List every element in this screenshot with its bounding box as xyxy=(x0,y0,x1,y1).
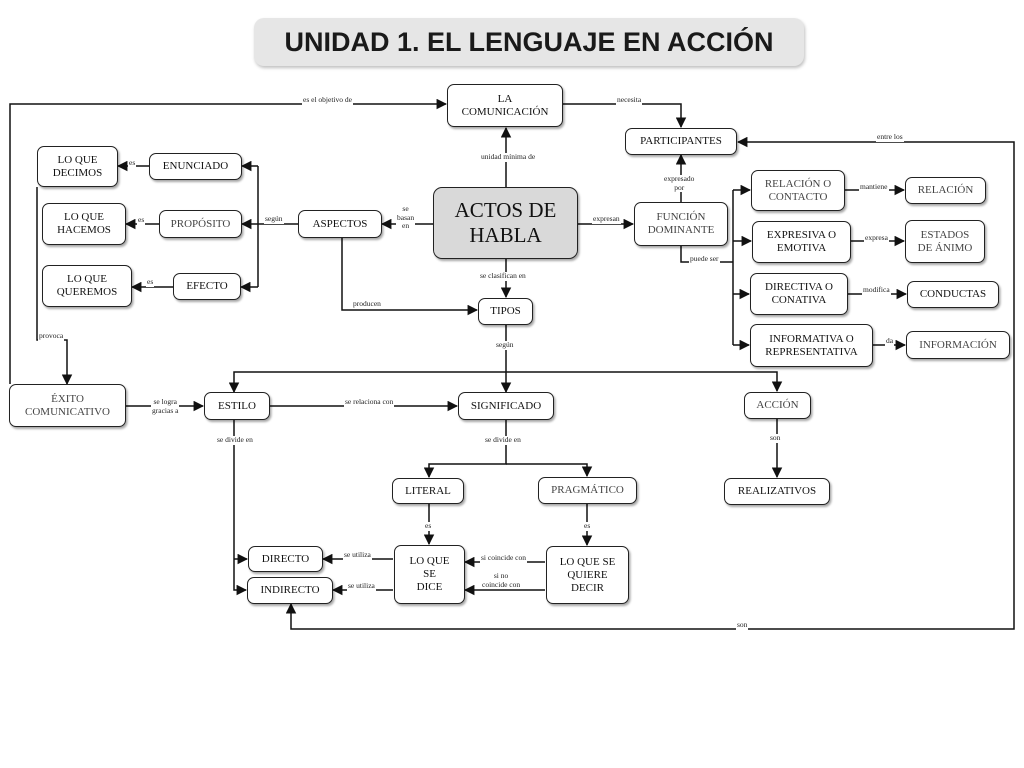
link-es-literal: es xyxy=(424,521,433,531)
node-expresiva-o-emotiva: EXPRESIVA O EMOTIVA xyxy=(752,221,851,263)
link-se-basan-en: se basan en xyxy=(396,204,416,231)
link-son-accion: son xyxy=(769,433,782,443)
link-entre-los: entre los xyxy=(876,132,904,142)
link-se-divide-en-estilo: se divide en xyxy=(216,435,254,445)
node-exito-comunicativo: ÉXITO COMUNICATIVO xyxy=(9,384,126,427)
node-lo-que-decimos: LO QUE DECIMOS xyxy=(37,146,118,187)
node-conductas: CONDUCTAS xyxy=(907,281,999,308)
link-se-utiliza-directo: se utiliza xyxy=(343,550,372,560)
link-da: da xyxy=(885,336,895,346)
node-lo-que-queremos: LO QUE QUEREMOS xyxy=(42,265,132,307)
node-lo-que-se-dice: LO QUE SE DICE xyxy=(394,545,465,604)
node-tipos: TIPOS xyxy=(478,298,533,325)
link-es-hacemos: es xyxy=(137,215,146,225)
link-si-no-coincide-con: si no coincide con xyxy=(481,571,522,589)
link-se-divide-en-significado: se divide en xyxy=(484,435,522,445)
node-estados-de-animo: ESTADOS DE ÁNIMO xyxy=(905,220,985,263)
node-literal: LITERAL xyxy=(392,478,464,504)
node-relacion: RELACIÓN xyxy=(905,177,986,204)
node-informativa-o-representativa: INFORMATIVA O REPRESENTATIVA xyxy=(750,324,873,367)
node-accion: ACCIÓN xyxy=(744,392,811,419)
node-significado: SIGNIFICADO xyxy=(458,392,554,420)
node-realizativos: REALIZATIVOS xyxy=(724,478,830,505)
link-es-el-objetivo-de: es el objetivo de xyxy=(302,95,353,105)
link-expresado-por: expresado por xyxy=(663,174,696,192)
page-title: UNIDAD 1. EL LENGUAJE EN ACCIÓN xyxy=(254,18,804,66)
link-provoca: provoca xyxy=(38,331,65,341)
node-proposito: PROPÓSITO xyxy=(159,210,242,238)
node-indirecto: INDIRECTO xyxy=(247,577,333,604)
node-relacion-o-contacto: RELACIÓN O CONTACTO xyxy=(751,170,845,211)
node-estilo: ESTILO xyxy=(204,392,270,420)
node-directiva-o-conativa: DIRECTIVA O CONATIVA xyxy=(750,273,848,315)
node-efecto: EFECTO xyxy=(173,273,241,300)
node-actos-de-habla: ACTOS DE HABLA xyxy=(433,187,578,259)
link-mantiene: mantiene xyxy=(859,182,889,192)
node-funcion-dominante: FUNCIÓN DOMINANTE xyxy=(634,202,728,246)
link-es-queremos: es xyxy=(146,277,155,287)
node-pragmatico: PRAGMÁTICO xyxy=(538,477,637,504)
node-la-comunicacion: LA COMUNICACIÓN xyxy=(447,84,563,127)
link-se-clasifican-en: se clasifican en xyxy=(479,271,527,281)
node-participantes: PARTICIPANTES xyxy=(625,128,737,155)
node-informacion: INFORMACIÓN xyxy=(906,331,1010,359)
link-es-decimos: es xyxy=(128,158,137,168)
node-aspectos: ASPECTOS xyxy=(298,210,382,238)
link-expresa: expresa xyxy=(864,233,889,243)
link-expresan: expresan xyxy=(592,214,621,224)
link-es-pragmatico: es xyxy=(583,521,592,531)
link-necesita: necesita xyxy=(616,95,643,105)
link-producen: producen xyxy=(352,299,382,309)
link-si-coincide-con: si coincide con xyxy=(480,553,527,563)
link-puede-ser: puede ser xyxy=(689,254,720,264)
node-directo: DIRECTO xyxy=(248,546,323,572)
link-se-relaciona-con: se relaciona con xyxy=(344,397,395,407)
link-modifica: modifica xyxy=(862,285,891,295)
node-lo-que-hacemos: LO QUE HACEMOS xyxy=(42,203,126,245)
link-unidad-minima-de: unidad mínima de xyxy=(480,152,537,162)
link-se-logra-gracias-a: se logra gracias a xyxy=(151,397,180,415)
link-son-bottom: son xyxy=(736,620,749,630)
node-lo-que-se-quiere-decir: LO QUE SE QUIERE DECIR xyxy=(546,546,629,604)
link-segun-aspectos: según xyxy=(264,214,284,224)
node-enunciado: ENUNCIADO xyxy=(149,153,242,180)
link-se-utiliza-indirecto: se utiliza xyxy=(347,581,376,591)
link-segun-tipos: según xyxy=(495,340,515,350)
